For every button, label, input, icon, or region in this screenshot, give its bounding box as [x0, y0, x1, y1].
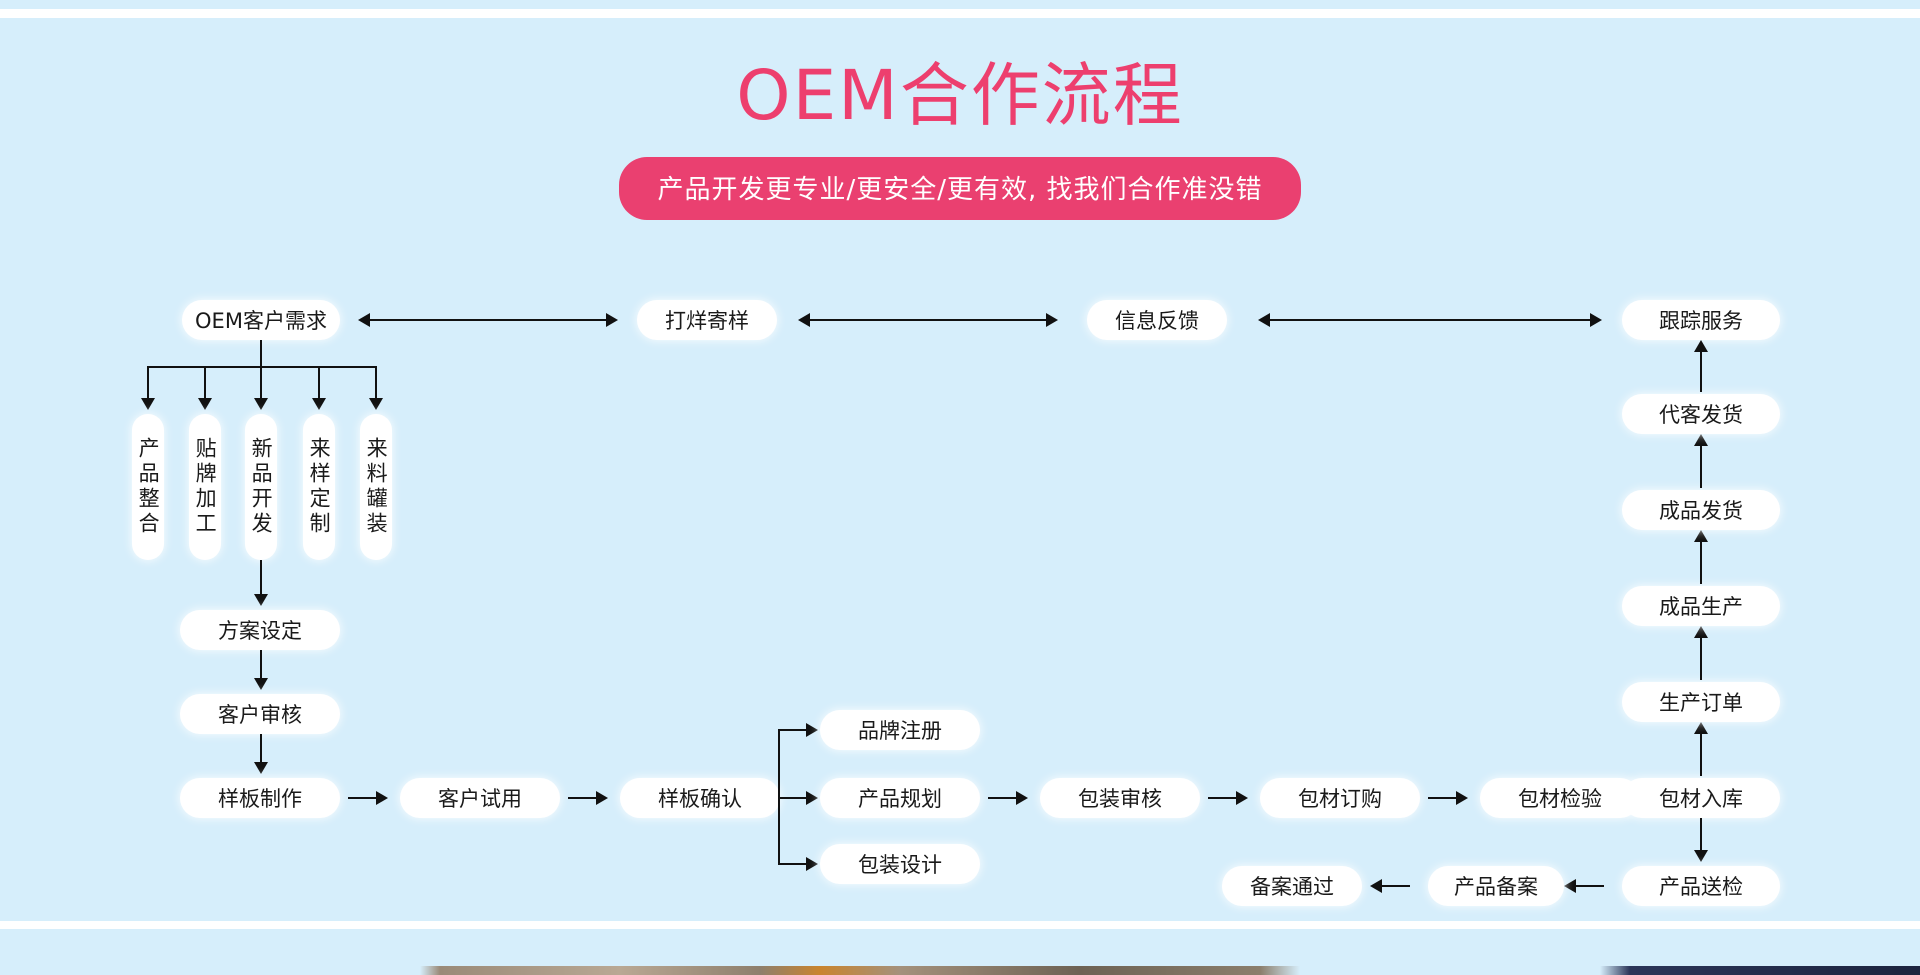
arrowhead-down-b4	[312, 398, 326, 410]
node-sample-send[interactable]: 打烊寄样	[637, 300, 777, 340]
arrowhead-up-order	[1694, 722, 1708, 734]
connector-audit-order	[1208, 797, 1238, 799]
arrowhead-left-1	[358, 313, 370, 327]
node-track-service[interactable]: 跟踪服务	[1622, 300, 1780, 340]
node-material-filling[interactable]: 来料罐装	[360, 414, 392, 560]
connector-plan-audit	[988, 797, 1018, 799]
arrowhead-up-produce	[1694, 626, 1708, 638]
connector-samplesend-feedback	[808, 319, 1048, 321]
connector-inspect-filing	[1574, 885, 1604, 887]
node-product-inspect[interactable]: 产品送检	[1622, 866, 1780, 906]
connector-branch-1	[147, 366, 149, 400]
node-sample-make[interactable]: 样板制作	[180, 778, 340, 818]
connector-produce-ship	[1700, 538, 1702, 584]
subtitle-banner: 产品开发更专业/更安全/更有效, 找我们合作准没错	[619, 157, 1301, 220]
arrowhead-down-b2	[198, 398, 212, 410]
connector-to-plan	[778, 797, 808, 799]
node-material-check[interactable]: 包材检验	[1480, 778, 1640, 818]
connector-branches-plan	[260, 560, 262, 598]
node-brand-register[interactable]: 品牌注册	[820, 710, 980, 750]
arrowhead-down-sample	[254, 762, 268, 774]
node-finished-ship[interactable]: 成品发货	[1622, 490, 1780, 530]
node-package-audit[interactable]: 包装审核	[1040, 778, 1200, 818]
arrowhead-right-plan	[806, 791, 818, 805]
arrowhead-up-ship	[1694, 530, 1708, 542]
connector-demand-down	[260, 340, 262, 368]
connector-to-brand	[778, 729, 808, 731]
connector-branch-2	[204, 366, 206, 400]
arrowhead-right-brand	[806, 723, 818, 737]
arrowhead-right-package	[806, 857, 818, 871]
node-production-order[interactable]: 生产订单	[1622, 682, 1780, 722]
node-sample-custom[interactable]: 来样定制	[303, 414, 335, 560]
arrowhead-right-audit	[1016, 791, 1028, 805]
connector-to-package	[778, 863, 808, 865]
arrowhead-down-inspect	[1694, 850, 1708, 862]
arrowhead-right-2	[1046, 313, 1058, 327]
connector-review-sample	[260, 734, 262, 766]
arrowhead-right-check	[1456, 791, 1468, 805]
arrowhead-down-plan	[254, 594, 268, 606]
node-material-order[interactable]: 包材订购	[1260, 778, 1420, 818]
node-oem-demand[interactable]: OEM客户需求	[182, 300, 340, 340]
arrowhead-up-proxy	[1694, 434, 1708, 446]
connector-stock-inspect	[1700, 818, 1702, 854]
connector-proxy-track	[1700, 348, 1702, 392]
node-client-review[interactable]: 客户审核	[180, 694, 340, 734]
arrowhead-left-3	[1258, 313, 1270, 327]
node-package-design[interactable]: 包装设计	[820, 844, 980, 884]
arrowhead-right-trial	[376, 791, 388, 805]
page-title: OEM合作流程	[736, 56, 1184, 136]
arrowhead-down-b5	[369, 398, 383, 410]
top-accent-band	[0, 0, 1920, 9]
arrowhead-left-filing	[1564, 879, 1576, 893]
node-oem-processing[interactable]: 贴牌加工	[189, 414, 221, 560]
connector-filing-passed	[1380, 885, 1410, 887]
bottom-photo-strip	[0, 966, 1920, 975]
node-filing-passed[interactable]: 备案通过	[1222, 866, 1362, 906]
arrowhead-right-1	[606, 313, 618, 327]
arrowhead-right-order	[1236, 791, 1248, 805]
arrowhead-down-b1	[141, 398, 155, 410]
connector-branch-5	[375, 366, 377, 400]
node-client-trial[interactable]: 客户试用	[400, 778, 560, 818]
connector-demand-samplesend	[368, 319, 608, 321]
arrowhead-down-review	[254, 678, 268, 690]
node-sample-confirm[interactable]: 样板确认	[620, 778, 780, 818]
header: OEM合作流程 产品开发更专业/更安全/更有效, 找我们合作准没错	[0, 18, 1920, 220]
node-material-stock[interactable]: 包材入库	[1622, 778, 1780, 818]
bottom-accent-band	[0, 929, 1920, 969]
arrowhead-down-b3	[254, 398, 268, 410]
node-proxy-ship[interactable]: 代客发货	[1622, 394, 1780, 434]
connector-stock-order	[1700, 730, 1702, 776]
connector-feedback-track	[1268, 319, 1592, 321]
node-product-integration[interactable]: 产品整合	[132, 414, 164, 560]
connector-order-produce	[1700, 634, 1702, 680]
connector-samplemake-trial	[348, 797, 378, 799]
connector-branch-3	[260, 366, 262, 400]
arrowhead-right-confirm	[596, 791, 608, 805]
arrowhead-left-passed	[1370, 879, 1382, 893]
node-feedback[interactable]: 信息反馈	[1087, 300, 1227, 340]
arrowhead-up-track	[1694, 340, 1708, 352]
arrowhead-left-2	[798, 313, 810, 327]
connector-order-check	[1428, 797, 1458, 799]
node-product-filing[interactable]: 产品备案	[1428, 866, 1564, 906]
connector-plan-review	[260, 650, 262, 682]
node-product-plan[interactable]: 产品规划	[820, 778, 980, 818]
connector-branch-4	[318, 366, 320, 400]
arrowhead-right-3	[1590, 313, 1602, 327]
node-finished-produce[interactable]: 成品生产	[1622, 586, 1780, 626]
connector-ship-proxy	[1700, 442, 1702, 488]
connector-trial-confirm	[568, 797, 598, 799]
node-plan-setting[interactable]: 方案设定	[180, 610, 340, 650]
node-new-product-dev[interactable]: 新品开发	[245, 414, 277, 560]
